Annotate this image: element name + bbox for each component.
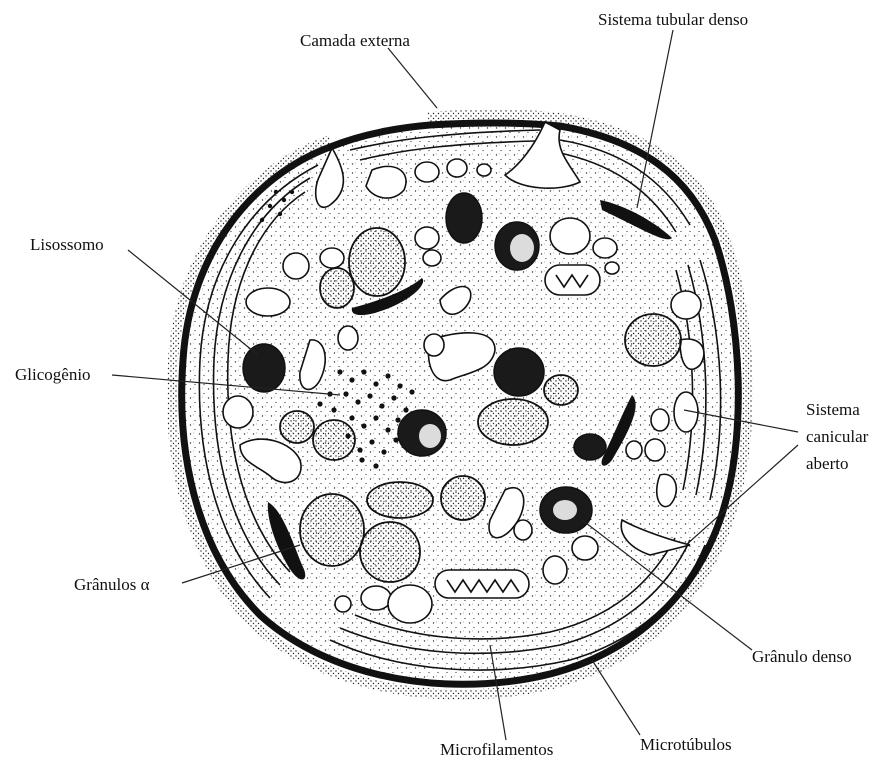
label-lisossomo: Lisossomo [30,235,104,254]
label-microfilamentos: Microfilamentos [440,740,553,759]
label-microtubulos: Microtúbulos [640,735,732,754]
label-granulos-alfa: Grânulos α [74,575,150,594]
label-aberto: aberto [806,454,848,473]
label-glicogenio: Glicogênio [15,365,91,384]
label-sistema-tubular-denso: Sistema tubular denso [598,10,748,29]
label-canicular: canicular [806,427,869,446]
lysosome [243,344,285,392]
label-camada-externa: Camada externa [300,31,410,50]
label-sistema: Sistema [806,400,860,419]
label-granulo-denso: Grânulo denso [752,647,852,666]
